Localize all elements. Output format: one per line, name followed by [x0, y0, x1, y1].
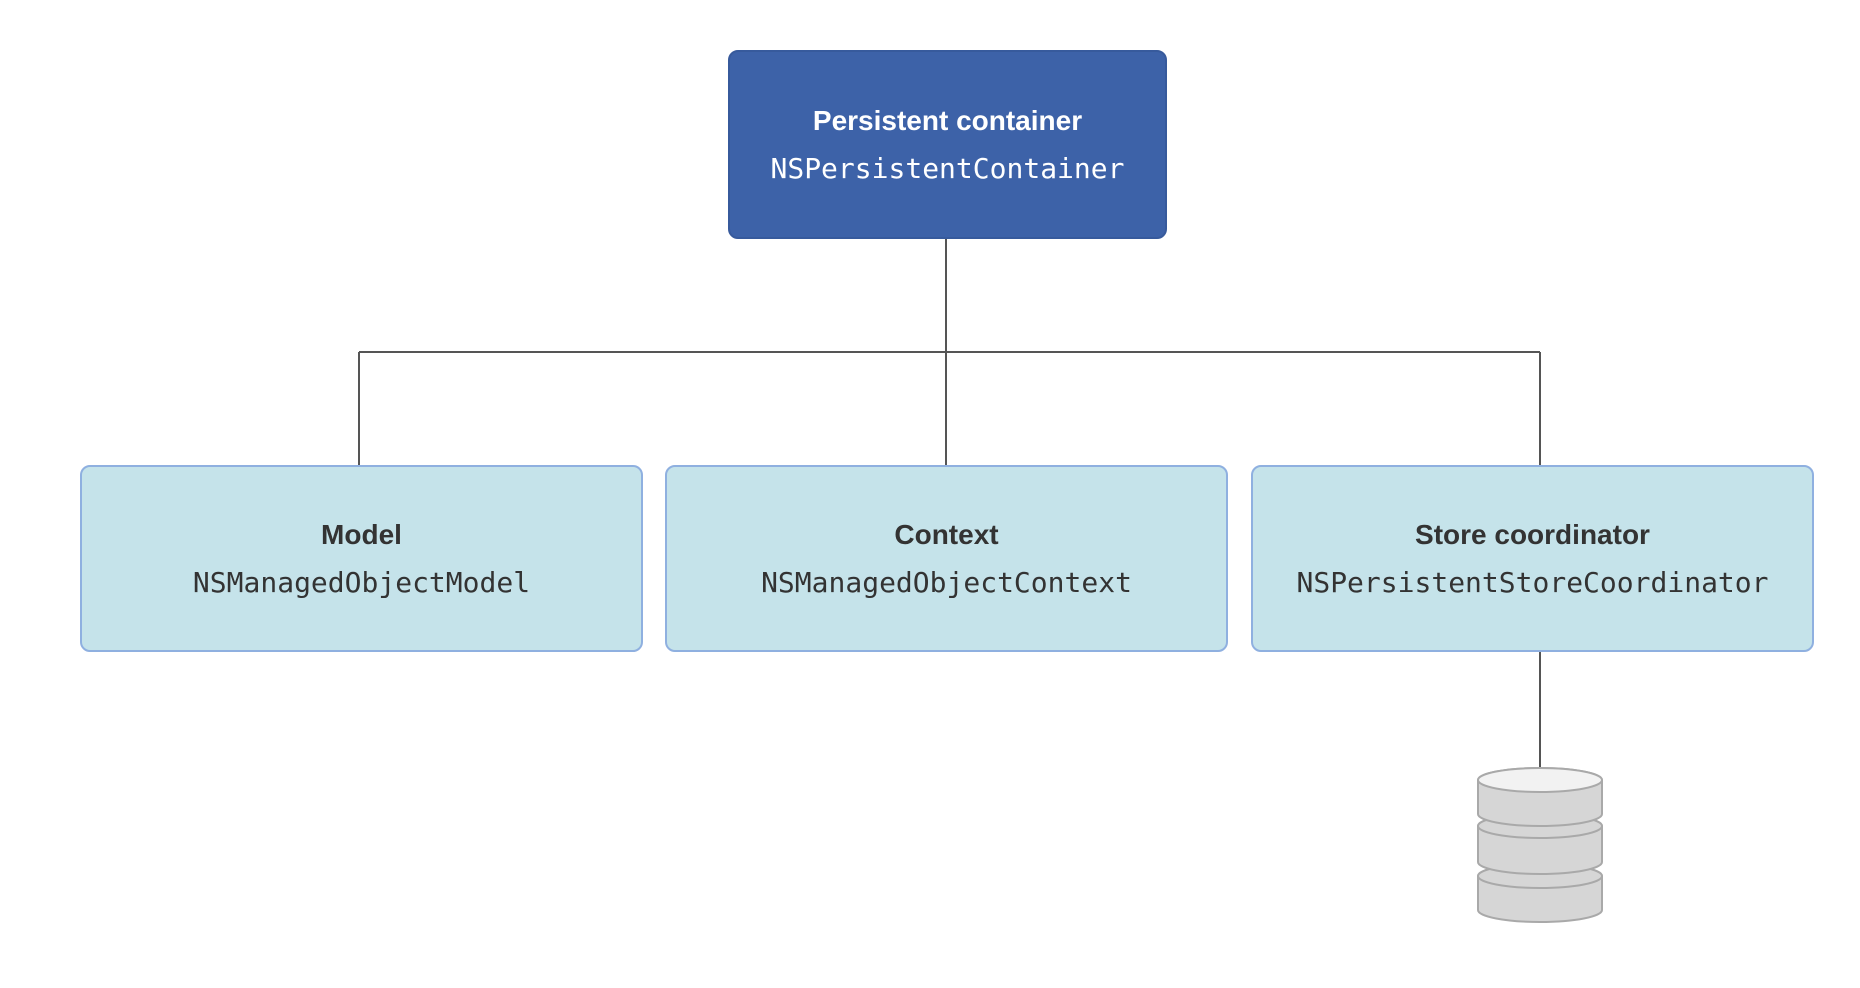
node-class-name: NSPersistentStoreCoordinator: [1296, 565, 1769, 599]
node-title: Model: [321, 518, 402, 550]
node-class-name: NSManagedObjectModel: [192, 565, 531, 599]
database-disk-top-cap: [1477, 767, 1603, 793]
node-title: Persistent container: [812, 104, 1083, 136]
persistent-container-node: Persistent container NSPersistentContain…: [728, 50, 1167, 239]
store-coordinator-node: Store coordinator NSPersistentStoreCoord…: [1251, 465, 1814, 652]
node-title: Store coordinator: [1415, 518, 1650, 550]
model-node: Model NSManagedObjectModel: [80, 465, 643, 652]
node-class-name: NSManagedObjectContext: [761, 565, 1132, 599]
node-class-name: NSPersistentContainer: [770, 151, 1125, 185]
database-icon: [1477, 767, 1603, 923]
context-node: Context NSManagedObjectContext: [665, 465, 1228, 652]
node-title: Context: [894, 518, 999, 550]
